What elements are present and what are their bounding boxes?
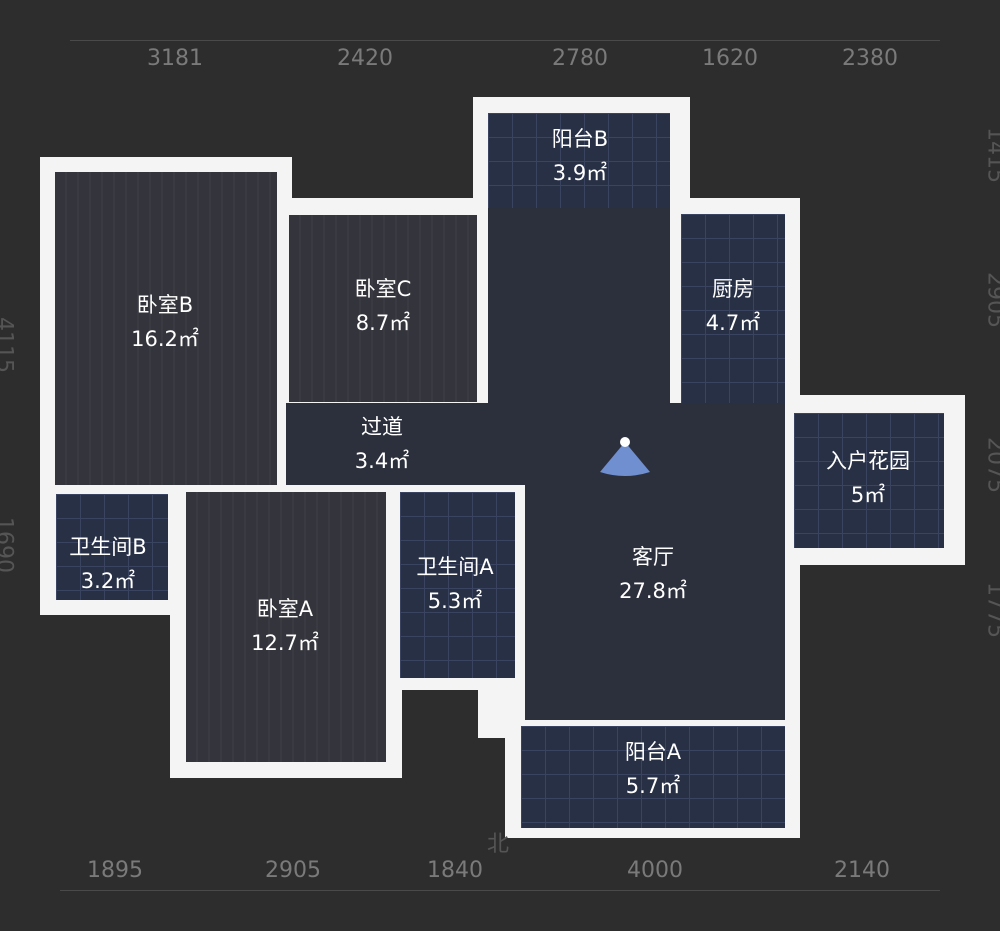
top-dimension-line <box>70 40 940 41</box>
room-kitchen[interactable] <box>681 214 785 403</box>
top-dimension: 2780 <box>552 46 608 71</box>
view-direction-icon[interactable] <box>590 432 660 482</box>
room-entry-garden[interactable] <box>794 413 944 548</box>
room-bathroom-b[interactable] <box>56 494 168 600</box>
room-living[interactable] <box>525 410 785 720</box>
left-dimension: 4115 <box>0 317 17 373</box>
right-dimension: 2075 <box>982 437 1000 493</box>
top-dimension: 2380 <box>842 46 898 71</box>
bottom-dimension-line <box>60 890 940 891</box>
right-dimension: 1775 <box>982 582 1000 638</box>
top-dimension: 3181 <box>147 46 203 71</box>
room-bedroom-a[interactable] <box>186 492 386 762</box>
room-balcony-a[interactable] <box>521 726 785 828</box>
right-dimension: 2905 <box>982 272 1000 328</box>
room-bedroom-b[interactable] <box>55 172 277 485</box>
bottom-dimension: 1840 <box>427 858 483 883</box>
bottom-dimension: 2905 <box>265 858 321 883</box>
bottom-dimension: 1895 <box>87 858 143 883</box>
right-dimension: 1415 <box>982 127 1000 183</box>
bottom-dimension: 4000 <box>627 858 683 883</box>
top-dimension: 1620 <box>702 46 758 71</box>
left-dimension: 1690 <box>0 517 17 573</box>
room-balcony-b[interactable] <box>488 113 670 208</box>
compass-north-label: 北 <box>487 832 510 857</box>
room-bedroom-c[interactable] <box>289 215 477 402</box>
room-living-upper <box>488 208 670 408</box>
bottom-dimension: 2140 <box>834 858 890 883</box>
top-dimension: 2420 <box>337 46 393 71</box>
room-bathroom-a[interactable] <box>400 492 515 678</box>
